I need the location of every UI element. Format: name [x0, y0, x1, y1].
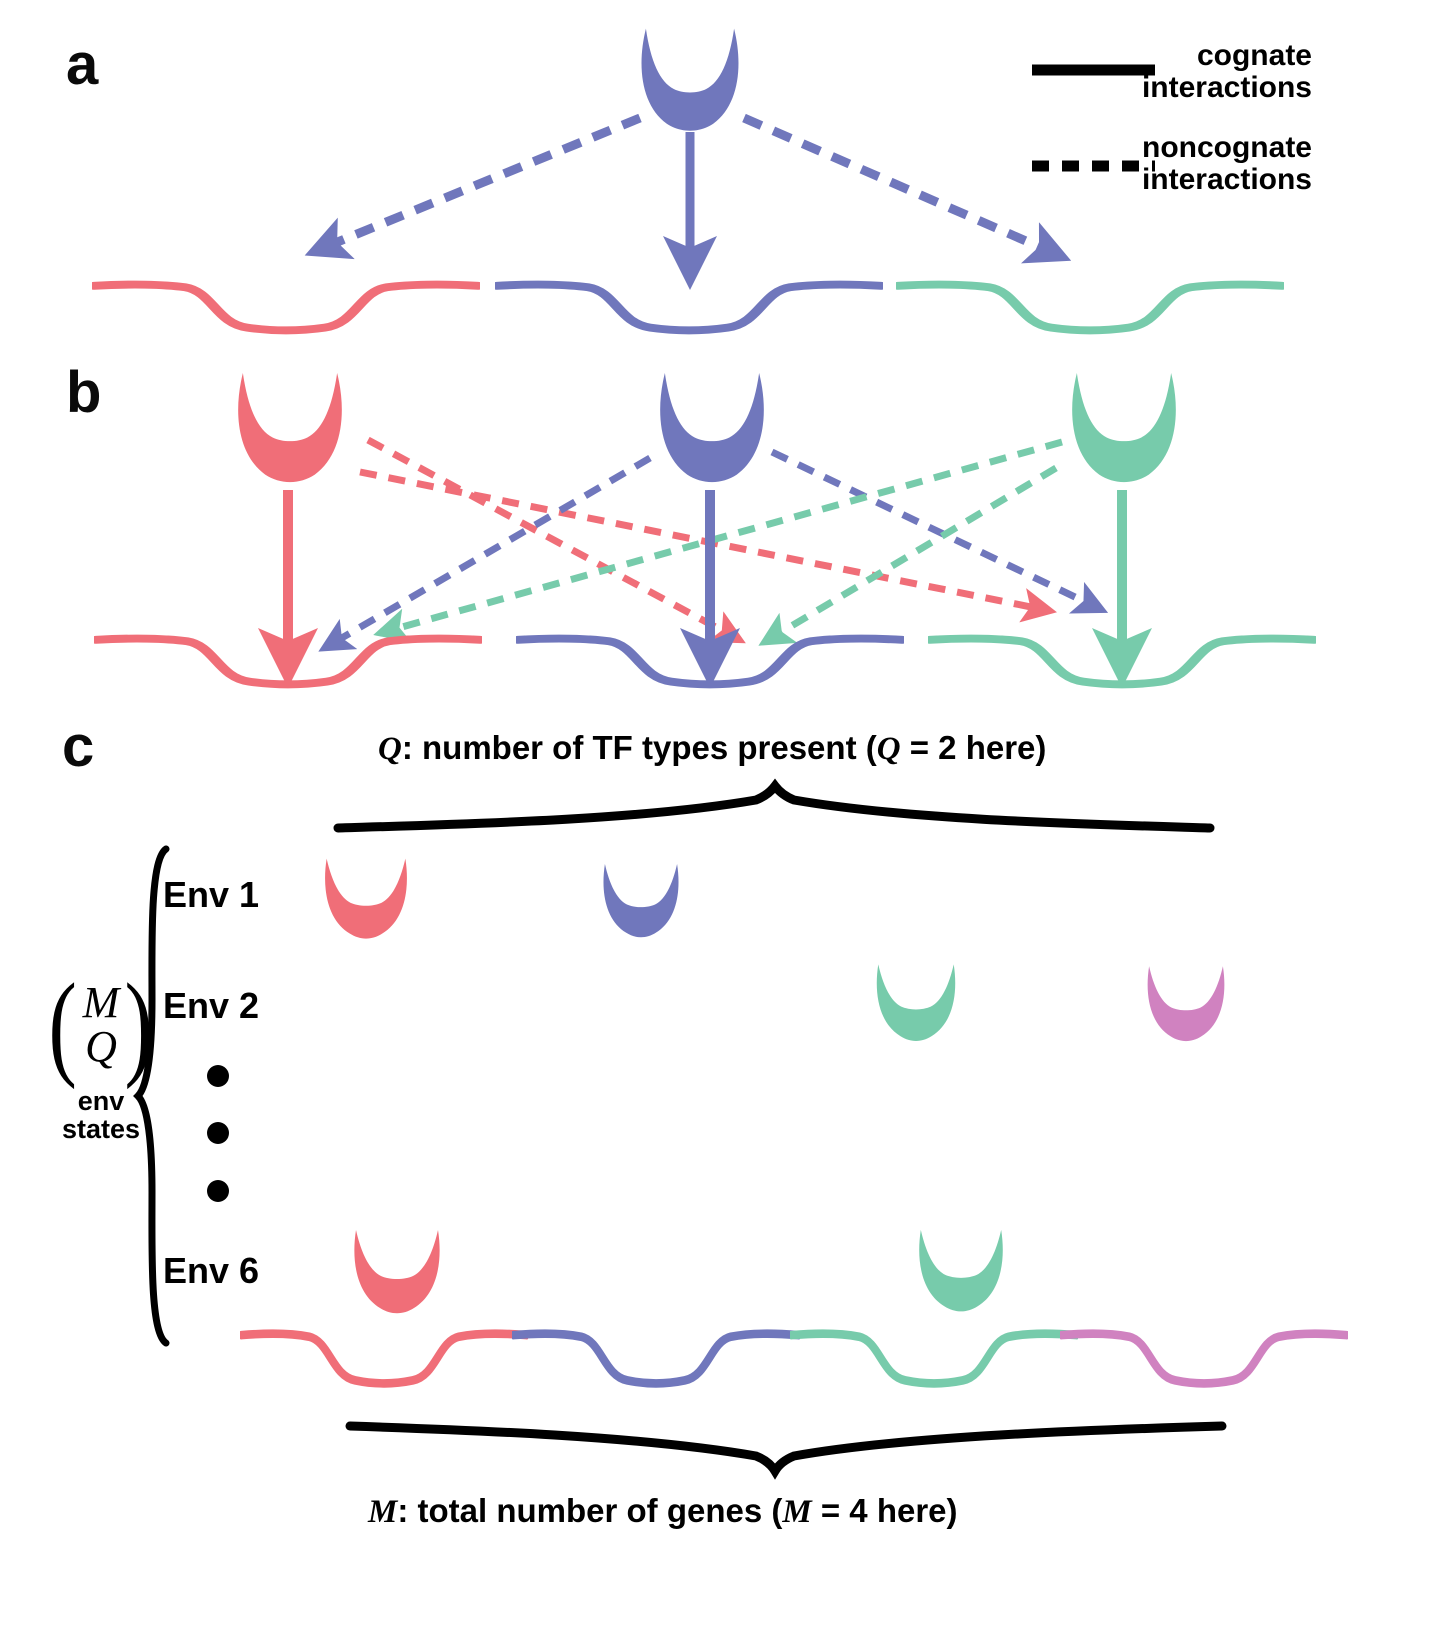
- panel-a-gene-red: [94, 285, 478, 331]
- binomial-coefficient-block: ( M Q ) env states: [42, 965, 160, 1144]
- caption-m-end: = 4 here): [811, 1492, 958, 1529]
- panel-c-brace-top: [333, 778, 1215, 833]
- binomial-bottom-symbol: Q: [85, 1022, 117, 1071]
- panel-c-tf-env1-red: [325, 858, 407, 939]
- caption-q-symbol-2: Q: [876, 731, 901, 767]
- panel-label-c: c: [62, 714, 95, 779]
- panel-b-tf-purple: [660, 372, 764, 483]
- binomial-paren-right: ): [124, 958, 154, 1090]
- panel-c-graphics: [133, 778, 1347, 1480]
- panel-a-tf-purple: [641, 28, 739, 131]
- caption-m-symbol-2: M: [782, 1494, 812, 1530]
- caption-q-symbol: Q: [378, 731, 402, 767]
- panel-a-graphics: [94, 28, 1282, 331]
- panel-c-gene-green: [791, 1334, 1076, 1384]
- panel-b-noncognate-red-to-green: [359, 468, 1057, 623]
- env-row-label-1: Env 1: [163, 874, 260, 915]
- panel-c-tf-env6-green: [919, 1229, 1003, 1312]
- panel-a-gene-purple: [497, 285, 881, 331]
- panel-label-b: b: [66, 360, 102, 425]
- panel-c-tf-env6-red: [354, 1230, 440, 1314]
- binomial-row: ( M Q ): [42, 965, 160, 1085]
- panel-b-noncognate-purple-to-red: [318, 454, 652, 652]
- panel-c-tf-env2-magenta: [1147, 966, 1225, 1042]
- env-row-label-6: Env 6: [163, 1250, 260, 1291]
- panel-b-noncognate-red-to-purple: [366, 436, 746, 644]
- binomial-top-symbol: M: [82, 978, 120, 1027]
- panel-c-gene-magenta: [1061, 1334, 1346, 1384]
- caption-q-end: = 2 here): [900, 729, 1047, 766]
- panel-c-brace-env: [133, 845, 170, 1347]
- legend-cognate-label: cognate interactions: [1141, 39, 1312, 105]
- panel-c-gene-purple: [513, 1334, 798, 1384]
- panel-c-tf-env1-purple: [603, 864, 679, 938]
- legend-key: [1032, 64, 1155, 172]
- panel-c-ellipsis-dot: [207, 1122, 229, 1144]
- caption-q-mid: : number of TF types present (: [401, 729, 877, 766]
- panel-b-noncognate-green-to-red: [373, 438, 1063, 643]
- panel-c-brace-bottom: [345, 1421, 1227, 1480]
- caption-m: M: total number of genes (M = 4 here): [368, 1492, 958, 1531]
- panel-a-gene-green: [898, 285, 1282, 331]
- panel-b-tf-red: [238, 372, 342, 483]
- panel-c-gene-red: [241, 1334, 526, 1384]
- panel-c-ellipsis-dot: [207, 1180, 229, 1202]
- panel-c-tf-env2-green: [876, 964, 956, 1041]
- env-states-label: env states: [61, 1086, 141, 1145]
- legend-noncognate-label: noncognate interactions: [1141, 131, 1312, 197]
- panel-label-a: a: [66, 32, 99, 97]
- binomial-paren-left: (: [48, 958, 78, 1090]
- panel-b-noncognate-green-to-purple: [758, 464, 1058, 646]
- panel-b-noncognate-purple-to-green: [770, 448, 1109, 614]
- panel-a-noncognate-arrow-right: [742, 113, 1072, 264]
- panel-b-graphics: [96, 372, 1314, 684]
- panel-b-tf-green: [1072, 372, 1176, 483]
- env-row-label-2: Env 2: [163, 985, 260, 1026]
- caption-m-symbol: M: [368, 1494, 398, 1530]
- panel-a-noncognate-arrow-left: [304, 113, 642, 260]
- panel-c-ellipsis-dot: [207, 1065, 229, 1087]
- binomial-letters: M Q: [83, 981, 120, 1069]
- caption-m-mid: : total number of genes (: [397, 1492, 783, 1529]
- caption-q: Q: number of TF types present (Q = 2 her…: [378, 729, 1046, 768]
